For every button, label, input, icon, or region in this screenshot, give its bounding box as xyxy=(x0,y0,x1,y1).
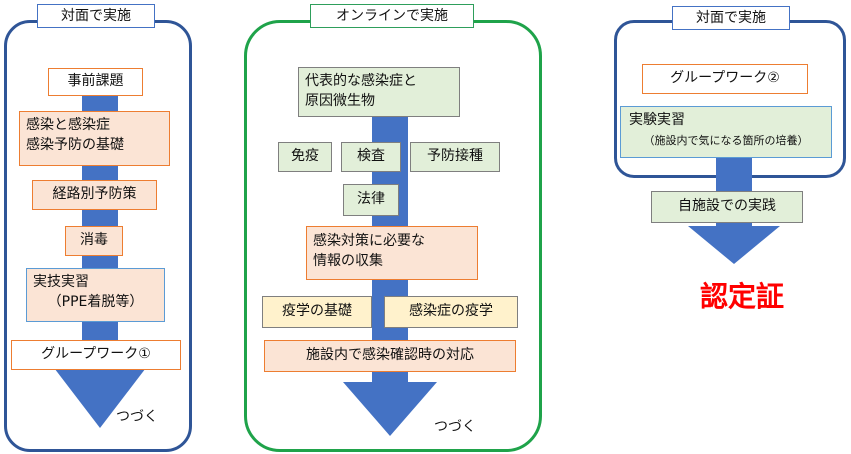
law-box: 法律 xyxy=(343,184,399,216)
infection-basics-line-1: 感染と感染症 xyxy=(26,117,110,133)
practical-training-line-2: （PPE着脱等） xyxy=(47,294,144,310)
immunity-box: 免疫 xyxy=(278,142,332,172)
on-site-practice-box: 自施設での実践 xyxy=(651,191,803,223)
continue-label-2: つづく xyxy=(434,419,476,435)
infection-basics-line-2: 感染予防の基礎 xyxy=(26,137,124,153)
disinfection-box: 消毒 xyxy=(65,226,123,256)
lab-practice-line-2: （施設内で気になる箇所の培養） xyxy=(643,134,809,147)
infectious-epidemiology-box: 感染症の疫学 xyxy=(384,296,518,328)
epidemiology-basics-box: 疫学の基礎 xyxy=(262,296,372,328)
vaccination-box: 予防接種 xyxy=(410,142,500,172)
practical-training-line-1: 実技実習 xyxy=(33,274,89,290)
testing-box: 検査 xyxy=(341,142,401,172)
info-collection-line-1: 感染対策に必要な xyxy=(313,233,425,249)
certificate-label: 認定証 xyxy=(699,280,784,313)
info-collection-box: 感染対策に必要な 情報の収集 xyxy=(306,226,478,280)
practical-training-box: 実技実習 （PPE着脱等） xyxy=(26,268,165,322)
lab-practice-box: 実験実習 （施設内で気になる箇所の培養） xyxy=(620,106,832,158)
panel-2-tag: オンラインで実施 xyxy=(310,4,474,28)
route-precautions-box: 経路別予防策 xyxy=(32,180,157,210)
pre-assignment-box: 事前課題 xyxy=(48,68,143,96)
continue-label-1: つづく xyxy=(116,409,158,425)
major-infections-box: 代表的な感染症と 原因微生物 xyxy=(298,67,460,117)
facility-response-box: 施設内で感染確認時の対応 xyxy=(264,340,516,372)
major-infections-line-1: 代表的な感染症と xyxy=(305,73,417,89)
lab-practice-line-1: 実験実習 xyxy=(629,112,685,128)
info-collection-line-2: 情報の収集 xyxy=(313,253,383,269)
panel-1-tag: 対面で実施 xyxy=(37,4,155,28)
major-infections-line-2: 原因微生物 xyxy=(305,93,375,109)
group-work-2-box: グループワーク② xyxy=(642,64,808,94)
panel-3-tag: 対面で実施 xyxy=(672,6,790,30)
group-work-1-box: グループワーク① xyxy=(11,340,181,370)
infection-basics-box: 感染と感染症 感染予防の基礎 xyxy=(19,111,170,166)
